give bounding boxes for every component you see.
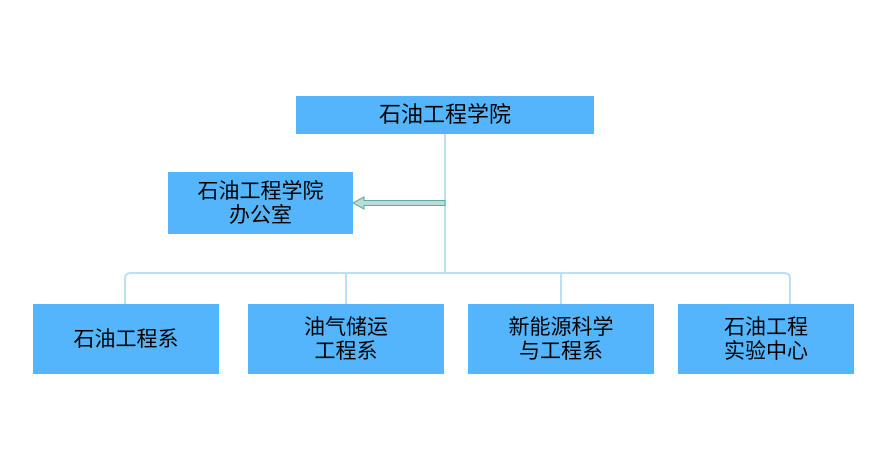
node-label: 石油工程 实验中心 <box>724 314 808 363</box>
node-oil-gas-storage-transportation-department[interactable]: 油气储运 工程系 <box>248 304 444 374</box>
office-link-arrow-icon <box>351 196 446 210</box>
node-label: 石油工程系 <box>73 326 179 351</box>
node-label: 油气储运 工程系 <box>304 314 388 363</box>
node-label: 石油工程学院 办公室 <box>197 178 324 227</box>
node-label: 石油工程学院 <box>378 102 511 128</box>
node-petroleum-engineering-department[interactable]: 石油工程系 <box>33 304 219 374</box>
node-label: 新能源科学 与工程系 <box>508 314 614 363</box>
node-school-office[interactable]: 石油工程学院 办公室 <box>168 172 353 234</box>
node-petroleum-engineering-experiment-center[interactable]: 石油工程 实验中心 <box>678 304 854 374</box>
node-school-of-petroleum-engineering[interactable]: 石油工程学院 <box>296 96 594 134</box>
bus-line-horizontal <box>124 272 791 304</box>
node-new-energy-science-engineering-department[interactable]: 新能源科学 与工程系 <box>468 304 654 374</box>
